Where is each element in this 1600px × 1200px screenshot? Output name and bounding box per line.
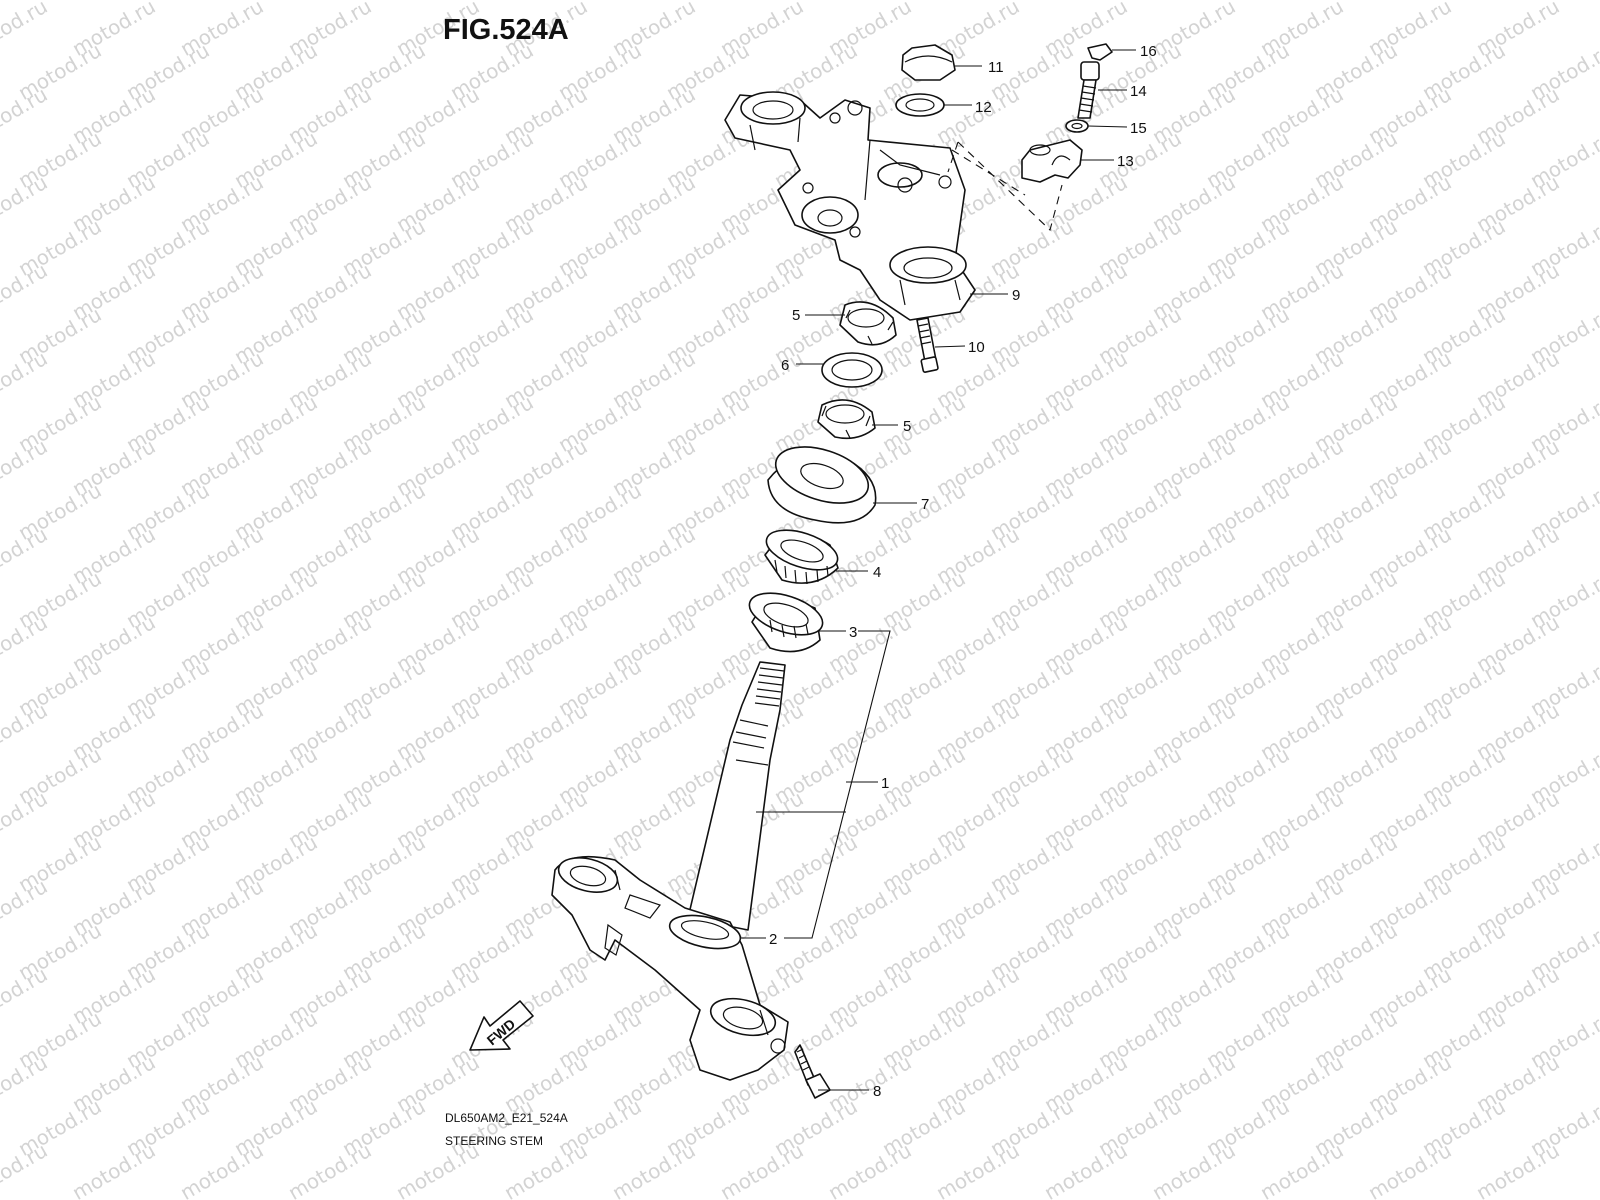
callout-8[interactable]: 8	[873, 1083, 881, 1100]
part-ring-nut-upper[interactable]	[839, 301, 897, 346]
part-lock-washer[interactable]	[821, 352, 883, 388]
part-bolt-14[interactable]	[1077, 61, 1100, 119]
fwd-arrow: FWD	[469, 1000, 534, 1051]
figure-title: FIG.524A	[443, 14, 569, 46]
guide-line-13	[947, 141, 1063, 232]
callout-4[interactable]: 4	[873, 564, 881, 581]
callout-16[interactable]: 16	[1140, 43, 1157, 60]
callout-numbers: 11 12 16 14 15 13 9 10 5 6 5 7 4 3 1 2 8	[769, 43, 1157, 1100]
part-bolt-10[interactable]	[916, 317, 939, 373]
part-washer-12[interactable]	[895, 93, 945, 117]
callout-15[interactable]: 15	[1130, 120, 1147, 137]
part-lower-bearing[interactable]	[744, 585, 827, 653]
callout-9[interactable]: 9	[1012, 287, 1020, 304]
callout-7[interactable]: 7	[921, 496, 929, 513]
assembly-name: STEERING STEM	[445, 1134, 544, 1148]
callout-6[interactable]: 6	[781, 357, 789, 374]
part-cap-16[interactable]	[1087, 43, 1113, 61]
part-ring-nut-lower[interactable]	[817, 399, 876, 440]
part-steering-stem[interactable]	[551, 661, 789, 1081]
callout-1[interactable]: 1	[881, 775, 889, 792]
part-cap-nut[interactable]	[901, 44, 956, 81]
callout-5-lower[interactable]: 5	[903, 418, 911, 435]
callout-5-upper[interactable]: 5	[792, 307, 800, 324]
part-upper-bracket[interactable]	[724, 91, 976, 321]
part-upper-bearing[interactable]	[762, 522, 843, 585]
part-washer-15[interactable]	[1065, 119, 1089, 133]
callout-10[interactable]: 10	[968, 339, 985, 356]
part-dust-seal[interactable]	[767, 436, 877, 524]
leader-lines	[740, 49, 1136, 1091]
part-handlebar-holder[interactable]	[1021, 139, 1083, 183]
callout-12[interactable]: 12	[975, 99, 992, 116]
callout-14[interactable]: 14	[1130, 83, 1147, 100]
callout-2[interactable]: 2	[769, 931, 777, 948]
callout-13[interactable]: 13	[1117, 153, 1134, 170]
callout-3[interactable]: 3	[849, 624, 857, 641]
callout-11[interactable]: 11	[988, 59, 1004, 76]
part-stem-seal[interactable]	[667, 910, 744, 954]
model-code: DL650AM2_E21_524A	[445, 1111, 568, 1125]
